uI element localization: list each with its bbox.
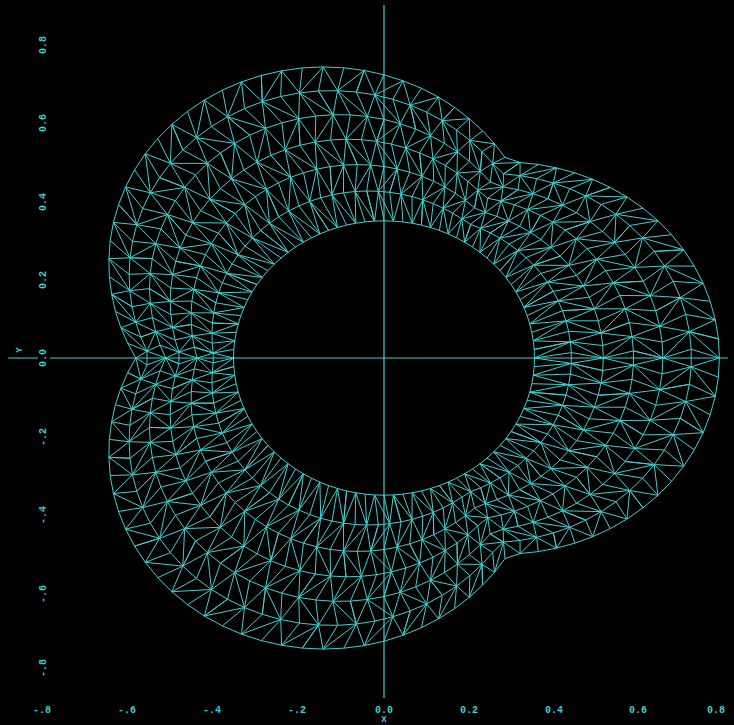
y-axis-title: Y [16,345,25,354]
y-tick-label: -.6 [38,583,50,605]
x-tick-label: 0.2 [458,705,480,717]
y-tick-label: 0.6 [38,112,50,134]
y-tick-label: 0.0 [38,347,50,369]
y-tick-label: 0.4 [38,191,50,213]
x-tick-label: -.2 [286,705,308,717]
y-tick-label: -.2 [38,426,50,448]
y-tick-label: -.8 [38,657,50,679]
y-tick-label: 0.8 [38,34,50,56]
x-tick-label: 0.6 [627,705,649,717]
x-tick-label: 0.4 [543,705,565,717]
y-axis-line [383,5,384,698]
x-tick-label: -.4 [201,705,223,717]
y-tick-label: -.4 [38,504,50,526]
x-tick-label: 0.8 [705,705,727,717]
x-axis-line [8,357,728,358]
x-axis-title: X [379,716,388,725]
x-tick-label: -.6 [116,705,138,717]
y-tick-label: 0.2 [38,269,50,291]
x-tick-label: -.8 [31,705,53,717]
